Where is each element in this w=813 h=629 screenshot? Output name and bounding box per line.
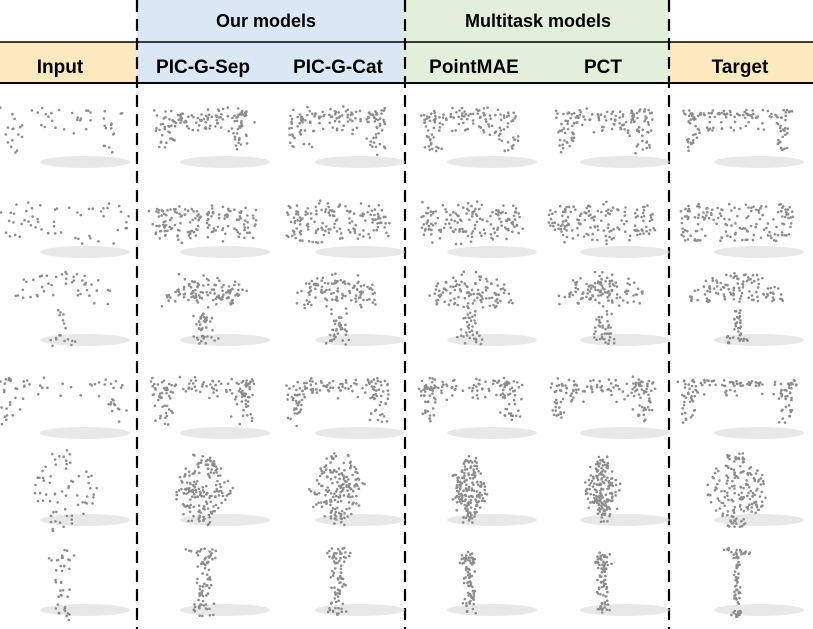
point-cloud-sofa-pointmae: [420, 200, 537, 258]
point-cloud-table-input: [0, 106, 130, 168]
cloud-shadow: [180, 246, 270, 258]
cloud-shadow: [580, 514, 670, 526]
cloud-shadow: [714, 246, 804, 258]
point-cloud-desk-pic_g_cat: [285, 377, 405, 439]
point-cloud-sofa-pic_g_sep: [147, 204, 270, 258]
cloud-shadow: [447, 514, 537, 526]
point-cloud-desk-pct: [549, 375, 670, 439]
point-cloud-vase-pct: [580, 455, 670, 526]
cloud-shadow: [40, 246, 130, 258]
group-header-multitask-models: Multitask models: [465, 11, 611, 31]
cloud-shadow: [315, 604, 405, 616]
cloud-shadow: [40, 427, 130, 439]
point-cloud-vase-pic_g_sep: [175, 453, 270, 527]
point-cloud-lamp-target: [688, 272, 804, 346]
cloud-shadow: [447, 246, 537, 258]
point-cloud-lamp-input: [14, 270, 130, 348]
column-header-pic-g-cat: PIC-G-Cat: [293, 57, 383, 78]
point-cloud-grid: [0, 105, 804, 622]
point-cloud-desk-input: [0, 376, 130, 439]
cloud-shadow: [315, 156, 405, 168]
point-cloud-table-pct: [554, 107, 670, 168]
point-cloud-table-pointmae: [420, 106, 537, 168]
cloud-shadow: [40, 334, 130, 346]
cloud-shadow: [580, 156, 670, 168]
cloud-shadow: [447, 427, 537, 439]
point-cloud-vase-input: [33, 449, 130, 533]
point-cloud-sofa-pct: [547, 200, 670, 258]
point-cloud-desk-pointmae: [417, 376, 537, 439]
cloud-shadow: [315, 514, 405, 526]
point-cloud-hammer-pic_g_sep: [180, 547, 270, 618]
cloud-shadow: [40, 604, 130, 616]
column-header-pointmae: PointMAE: [429, 57, 519, 78]
point-cloud-hammer-pointmae: [447, 550, 537, 616]
point-cloud-sofa-input: [0, 201, 130, 258]
cloud-shadow: [180, 427, 270, 439]
cloud-shadow: [714, 156, 804, 168]
cloud-shadow: [580, 334, 670, 346]
cloud-shadow: [580, 246, 670, 258]
point-cloud-desk-pic_g_sep: [149, 375, 270, 439]
point-cloud-lamp-pointmae: [428, 270, 537, 346]
cloud-shadow: [40, 514, 130, 526]
cloud-shadow: [315, 427, 405, 439]
cloud-shadow: [714, 334, 804, 346]
point-cloud-table-target: [682, 108, 804, 168]
cloud-shadow: [315, 246, 405, 258]
cloud-shadow: [447, 156, 537, 168]
point-cloud-hammer-pic_g_cat: [315, 546, 405, 617]
point-cloud-hammer-pct: [580, 551, 670, 616]
cloud-shadow: [447, 604, 537, 616]
point-cloud-hammer-input: [40, 548, 130, 622]
cloud-shadow: [40, 156, 130, 168]
point-cloud-hammer-target: [714, 546, 804, 618]
cloud-shadow: [714, 604, 804, 616]
point-cloud-vase-pic_g_cat: [308, 452, 405, 527]
point-cloud-table-pic_g_cat: [288, 105, 405, 168]
cloud-shadow: [714, 427, 804, 439]
group-header-our-models: Our models: [216, 11, 316, 31]
column-header-input: Input: [37, 57, 84, 78]
point-cloud-sofa-target: [679, 202, 804, 258]
cloud-shadow: [580, 604, 670, 616]
point-cloud-lamp-pct: [557, 270, 670, 346]
point-cloud-desk-target: [676, 378, 804, 439]
point-cloud-sofa-pic_g_cat: [285, 199, 405, 258]
point-cloud-table-pic_g_sep: [153, 106, 270, 168]
point-cloud-vase-pointmae: [447, 455, 537, 526]
point-cloud-lamp-pic_g_cat: [295, 272, 405, 346]
column-header-pic-g-sep: PIC-G-Sep: [156, 57, 250, 78]
point-cloud-lamp-pic_g_sep: [160, 272, 270, 346]
column-header-pct: PCT: [584, 57, 622, 78]
cloud-shadow: [180, 604, 270, 616]
point-cloud-vase-target: [706, 452, 804, 529]
cloud-shadow: [180, 156, 270, 168]
input-header-bg: [0, 42, 137, 83]
cloud-shadow: [315, 334, 405, 346]
target-header-bg: [669, 42, 813, 83]
column-header-target: Target: [712, 57, 769, 78]
cloud-shadow: [580, 427, 670, 439]
